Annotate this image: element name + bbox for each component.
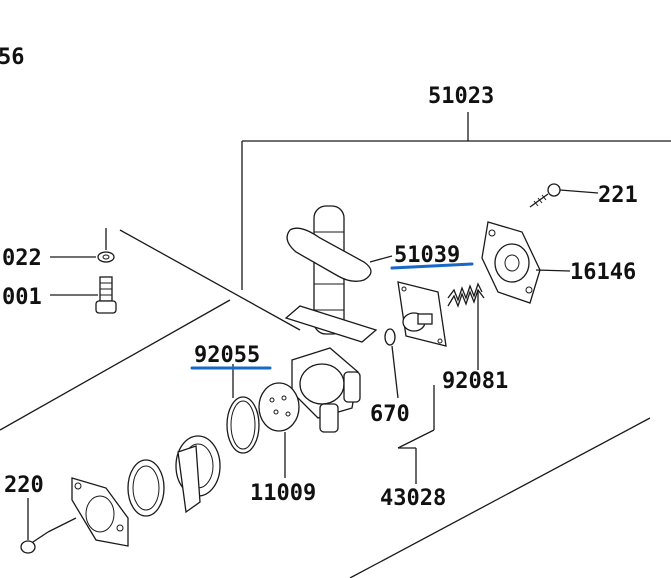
label-670[interactable]: 670 <box>370 402 410 427</box>
bolt-part[interactable] <box>95 276 117 314</box>
label-51023[interactable]: 51023 <box>428 84 494 109</box>
o-ring-part[interactable] <box>384 328 396 346</box>
label-92055[interactable]: 92055 <box>194 343 260 368</box>
label-022[interactable]: 022 <box>2 246 42 271</box>
lever-plate-part[interactable] <box>71 477 129 547</box>
label-221[interactable]: 221 <box>598 183 638 208</box>
label-220[interactable]: 220 <box>4 473 44 498</box>
seal-ring-part[interactable] <box>127 459 165 517</box>
washer-part[interactable] <box>97 228 115 263</box>
spring-part[interactable] <box>447 282 485 308</box>
label-16146[interactable]: 16146 <box>570 260 636 285</box>
label-top-left: 56 <box>0 45 25 70</box>
leader-lines <box>27 189 599 540</box>
label-92081[interactable]: 92081 <box>442 369 508 394</box>
label-51039[interactable]: 51039 <box>394 243 460 268</box>
small-screw-part[interactable] <box>20 517 77 554</box>
filter-plate-part[interactable] <box>258 382 300 432</box>
lever-part[interactable] <box>175 435 221 514</box>
o-ring-gasket-part[interactable] <box>226 396 260 454</box>
label-43028[interactable]: 43028 <box>380 486 446 511</box>
screw-part[interactable] <box>529 183 561 208</box>
highlight-underline-51039 <box>390 262 474 270</box>
gasket-part[interactable] <box>286 227 393 282</box>
assembly-frame <box>0 112 671 578</box>
diaphragm-part[interactable] <box>397 281 447 347</box>
label-001[interactable]: 001 <box>2 285 42 310</box>
label-11009[interactable]: 11009 <box>250 481 316 506</box>
cover-part[interactable] <box>481 221 541 304</box>
fuel-cock-body[interactable] <box>284 205 378 433</box>
